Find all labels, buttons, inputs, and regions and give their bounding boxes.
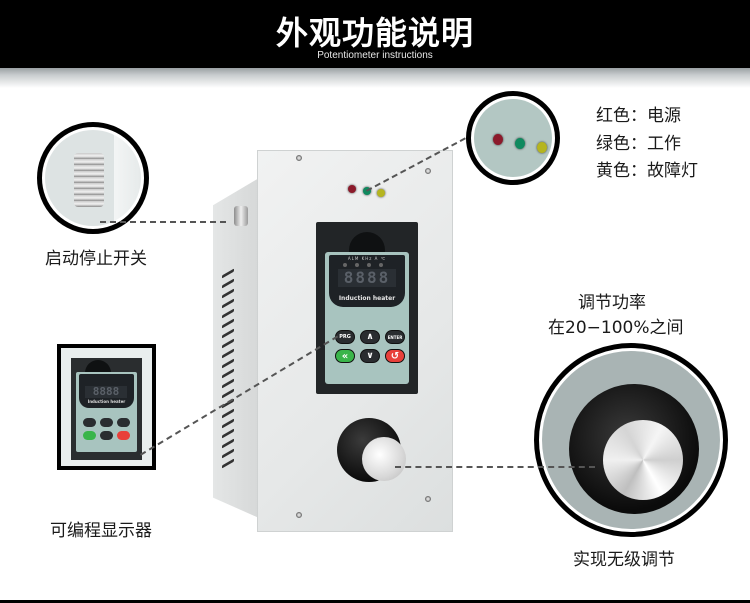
mini-brand-label: Induction heater (87, 399, 126, 404)
callout-line (395, 466, 595, 468)
indicator-dot-icon (355, 263, 359, 267)
yellow-led-icon (537, 142, 547, 153)
screw-icon (425, 496, 431, 502)
switch-thread-icon (74, 153, 104, 207)
green-led-icon (515, 138, 525, 149)
seven-segment-display: 8888 (338, 269, 396, 287)
screw-icon (296, 512, 302, 518)
power-knob[interactable] (362, 437, 406, 481)
panel-notch (349, 232, 385, 254)
start-stop-switch[interactable] (234, 206, 248, 226)
red-led-icon (493, 134, 503, 145)
knob-cap-icon (603, 420, 683, 500)
callout-line (100, 221, 226, 223)
page-subtitle: Potentiometer instructions (317, 50, 433, 61)
green-led-legend: 绿色：工作 (596, 134, 681, 154)
page-title: 外观功能说明 (275, 14, 474, 52)
indicator-dot-icon (367, 263, 371, 267)
display-callout: 8888 Induction heater (57, 344, 156, 470)
down-key[interactable]: ∨ (360, 349, 380, 363)
screw-icon (296, 155, 302, 161)
power-adjust-title: 调节功率 (578, 293, 646, 313)
power-adjust-caption: 实现无级调节 (573, 550, 675, 570)
return-key[interactable]: ↺ (385, 349, 405, 363)
enter-key[interactable]: ENTER (385, 330, 405, 344)
yellow-led-legend: 黄色：故障灯 (596, 161, 698, 181)
bottom-rule (0, 600, 750, 603)
indicator-dot-icon (343, 263, 347, 267)
mini-display-value: 8888 (85, 386, 127, 398)
brand-label: Induction heater (338, 295, 396, 302)
switch-callout (37, 122, 149, 234)
shift-key[interactable]: « (335, 349, 355, 363)
red-led-legend: 红色：电源 (596, 106, 681, 126)
work-led-icon (363, 187, 371, 195)
knob-callout (534, 343, 728, 537)
header-banner: 外观功能说明 Potentiometer instructions (0, 0, 750, 68)
screw-icon (425, 168, 431, 174)
indicator-dot-icon (379, 263, 383, 267)
enclosure-side-panel (213, 178, 259, 518)
indicator-lights-callout (466, 91, 560, 185)
header-shadow (0, 68, 750, 88)
power-led-icon (348, 185, 356, 193)
indicator-labels: ALM KHz A ℃ (347, 256, 387, 261)
fault-led-icon (377, 189, 385, 197)
power-adjust-range: 在20−100%之间 (548, 318, 684, 338)
display-label: 可编程显示器 (50, 521, 152, 541)
up-key[interactable]: ∧ (360, 330, 380, 344)
switch-label: 启动停止开关 (45, 249, 147, 269)
prg-key[interactable]: PRG (335, 330, 355, 344)
